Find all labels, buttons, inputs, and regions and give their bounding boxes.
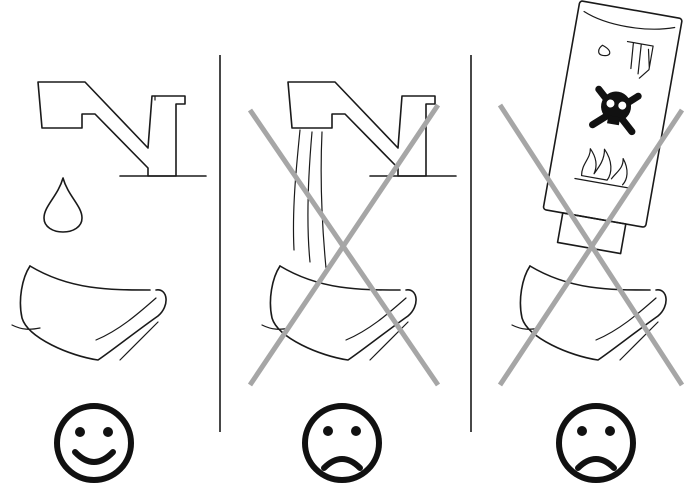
corrosive-hand-icon	[595, 37, 653, 80]
skull-crossbones-icon	[593, 88, 639, 131]
happy-face-icon	[57, 406, 131, 480]
water-drop-icon	[44, 178, 82, 232]
flammable-flame-icon	[575, 145, 634, 188]
sad-face-icon	[559, 406, 633, 480]
panel-chemical-pack-pour	[500, 1, 682, 480]
panel-rinse-with-water	[12, 82, 206, 480]
cupped-hand-icon	[512, 266, 666, 360]
cupped-hand-icon	[262, 266, 416, 360]
faucet-icon	[288, 82, 456, 176]
sad-face-icon	[305, 406, 379, 480]
cross-out-mark	[250, 105, 438, 385]
cross-out-mark	[500, 105, 682, 385]
panel-running-water-stream	[250, 82, 456, 480]
cupped-hand-icon	[12, 266, 166, 360]
faucet-icon	[38, 82, 206, 176]
